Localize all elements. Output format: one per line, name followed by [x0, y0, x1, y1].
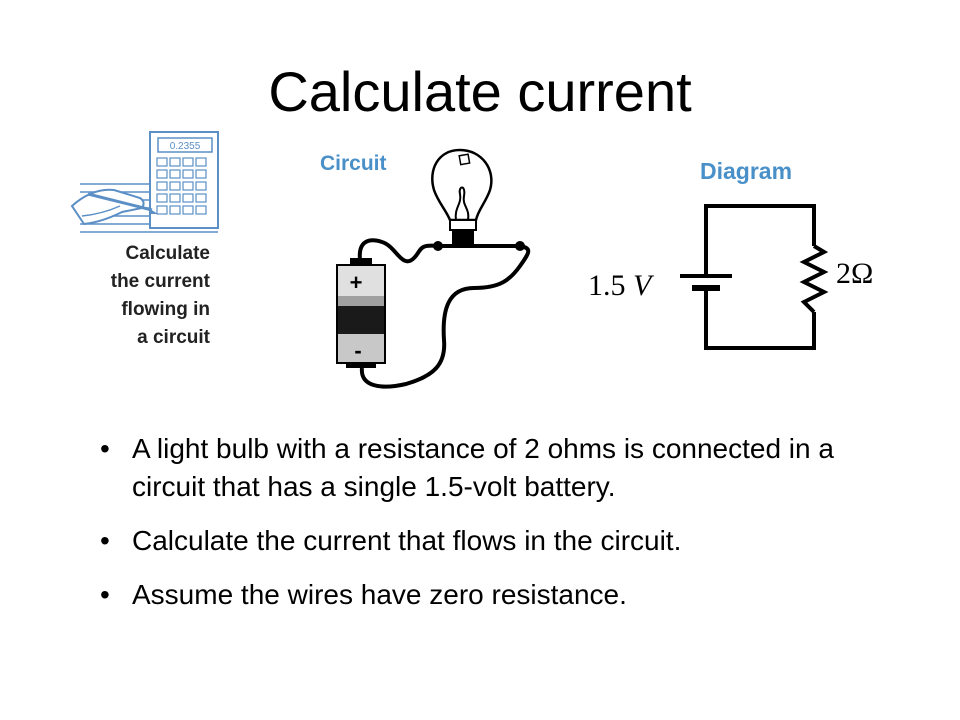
- calculator-caption-line: flowing in: [121, 299, 210, 320]
- calculator-caption-line: Calculate: [125, 243, 210, 264]
- bullet-text: Assume the wires have zero resistance.: [132, 579, 627, 610]
- calculator-display: 0.2355: [170, 141, 201, 152]
- circuit-wire-bottom: [359, 244, 531, 389]
- bullet-dot-icon: •: [100, 579, 110, 610]
- battery-icon: [336, 258, 386, 368]
- schematic-wire: [704, 204, 816, 350]
- voltage-unit: V: [633, 269, 652, 302]
- bullet-text: A light bulb with a resistance of 2 ohms…: [132, 433, 834, 502]
- voltage-label: 1.5 V: [588, 266, 651, 306]
- voltage-value: 1.5: [588, 269, 626, 302]
- resistance-label: 2Ω: [836, 257, 874, 290]
- calculator-illustration: 0.2355: [70, 131, 219, 233]
- battery-symbol: [680, 260, 732, 296]
- bullet-dot-icon: •: [100, 525, 110, 556]
- bullet-list: • A light bulb with a resistance of 2 oh…: [100, 430, 880, 630]
- schematic-diagram: [680, 204, 829, 350]
- bullet-item: • A light bulb with a resistance of 2 oh…: [100, 430, 880, 506]
- bullet-item: • Calculate the current that flows in th…: [100, 522, 880, 560]
- resistor-symbol: [799, 244, 829, 314]
- light-bulb-icon: [431, 148, 493, 244]
- calculator-caption-line: the current: [110, 271, 210, 292]
- calculator-caption: Calculate the current flowing in a circu…: [62, 240, 210, 352]
- bullet-item: • Assume the wires have zero resistance.: [100, 576, 880, 614]
- diagram-title: Diagram: [700, 158, 793, 184]
- slide-title: Calculate current: [268, 60, 692, 123]
- bullet-dot-icon: •: [100, 433, 110, 464]
- calculator-caption-line: a circuit: [137, 327, 210, 348]
- circuit-illustration: + -: [336, 148, 531, 389]
- circuit-title: Circuit: [320, 152, 387, 175]
- hand-writing-calculator-icon: [70, 131, 219, 233]
- bullet-text: Calculate the current that flows in the …: [132, 525, 682, 556]
- battery-plus-label: +: [350, 270, 363, 295]
- battery-minus-label: -: [354, 338, 361, 363]
- circuit-wire-top: [357, 238, 520, 264]
